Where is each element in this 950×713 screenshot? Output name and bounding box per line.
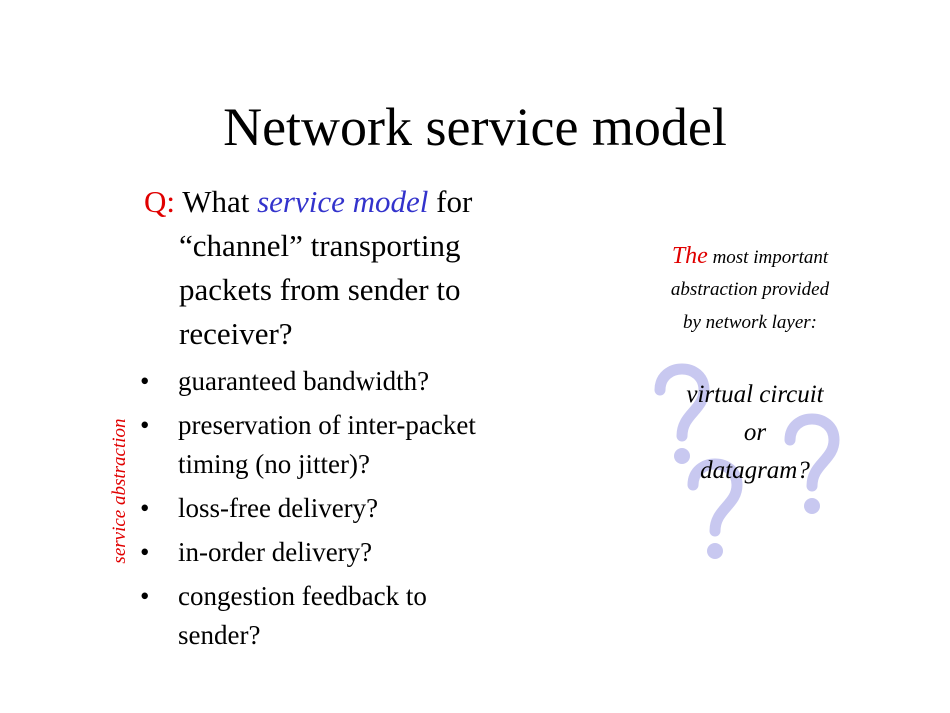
question-mark-dot: [804, 498, 820, 514]
question-mark-curve: [784, 413, 840, 492]
note-line-1: The most important: [630, 240, 870, 274]
question-text: What: [182, 184, 250, 219]
bullet-dot: •: [140, 537, 150, 567]
question-line: packets from sender to: [179, 272, 461, 307]
note-text: most important: [712, 247, 829, 268]
question-mark-curve: [687, 458, 743, 537]
question-line: “channel” transporting: [179, 228, 461, 263]
service-model-emphasis: service model: [257, 184, 429, 219]
slide-title: Network service model: [223, 97, 727, 157]
bullet-text: preservation of inter-packet: [178, 410, 476, 440]
bullet-item: • preservation of inter-packet timing (no …: [140, 406, 560, 484]
bullet-dot: •: [140, 493, 150, 523]
question-mark-icon: [687, 458, 743, 559]
bullet-text: sender?: [178, 620, 261, 650]
note-the: The: [671, 243, 708, 269]
bullet-text: congestion feedback to: [178, 581, 427, 611]
bullet-dot: •: [140, 410, 150, 440]
question-mark-dot: [674, 448, 690, 464]
bullet-text: in-order delivery?: [178, 537, 373, 567]
bullet-text: timing (no jitter)?: [178, 449, 370, 479]
question-line: receiver?: [179, 316, 293, 351]
question-line-1: Q: What service model for: [144, 180, 564, 224]
answer-virtual-circuit: virtual circuit: [686, 381, 824, 408]
service-abstraction-label: service abstraction: [109, 418, 130, 564]
bullet-text: guaranteed bandwidth?: [178, 366, 430, 396]
bullet-item: • in-order delivery?: [140, 533, 560, 572]
bullet-item: • congestion feedback to sender?: [140, 577, 560, 655]
answer-datagram: datagram?: [700, 457, 810, 484]
bullet-dot: •: [140, 366, 150, 396]
bullet-list: • guaranteed bandwidth? • preservation of …: [140, 362, 560, 660]
question-prefix: Q:: [144, 184, 175, 219]
note-line-2: abstraction provided: [670, 279, 830, 300]
note-line-3: by network layer:: [682, 312, 817, 333]
bullet-text: loss-free delivery?: [178, 493, 379, 523]
question-mark-icon: [654, 363, 710, 464]
question-mark-dot: [707, 543, 723, 559]
bullet-dot: •: [140, 581, 150, 611]
question-text: for: [436, 184, 473, 219]
answer-or: or: [743, 419, 767, 446]
question-mark-curve: [654, 363, 710, 442]
bullet-item: • guaranteed bandwidth?: [140, 362, 560, 401]
bullet-item: • loss-free delivery?: [140, 489, 560, 528]
question-mark-icon: [784, 413, 840, 514]
